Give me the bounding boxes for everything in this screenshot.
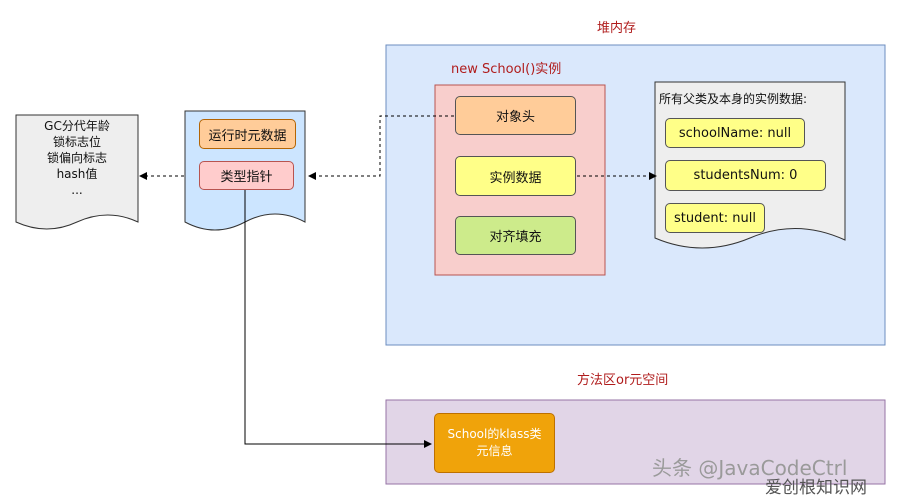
instance-data-box: 实例数据 [455, 156, 576, 196]
watermark-top: 头条 @JavaCodeCtrl [652, 456, 848, 480]
method-area-label: 方法区or元空间 [577, 373, 669, 388]
field-school-name: schoolName: null [665, 118, 805, 148]
mark-word-text: GC分代年龄 锁标志位 锁偏向标志 hash值 ... [16, 118, 138, 198]
mark-word-line: ... [71, 183, 83, 197]
klass-line-1: School的klass类 [447, 427, 542, 441]
instance-title: new School()实例 [451, 62, 562, 77]
field-student: student: null [665, 203, 765, 233]
klass-metadata-box: School的klass类 元信息 [434, 413, 555, 473]
klass-link-arrow [244, 190, 432, 448]
runtime-metadata-box: 运行时元数据 [199, 119, 296, 149]
type-pointer-box: 类型指针 [199, 161, 294, 190]
object-header-box: 对象头 [455, 96, 576, 135]
header-link-arrow [308, 115, 454, 180]
field-students-num: studentsNum: 0 [665, 160, 826, 191]
mark-word-line: 锁偏向标志 [46, 151, 107, 165]
klass-line-2: 元信息 [476, 444, 513, 458]
mark-word-document-shape [15, 114, 139, 230]
mark-word-line: hash值 [56, 167, 98, 181]
padding-box: 对齐填充 [455, 216, 576, 255]
mark-word-line: GC分代年龄 [44, 119, 110, 133]
heap-label: 堆内存 [597, 21, 637, 36]
instance-data-title: 所有父类及本身的实例数据: [659, 92, 808, 106]
watermark-bottom: 爱创根知识网 [765, 478, 867, 498]
mark-word-line: 锁标志位 [52, 135, 101, 149]
